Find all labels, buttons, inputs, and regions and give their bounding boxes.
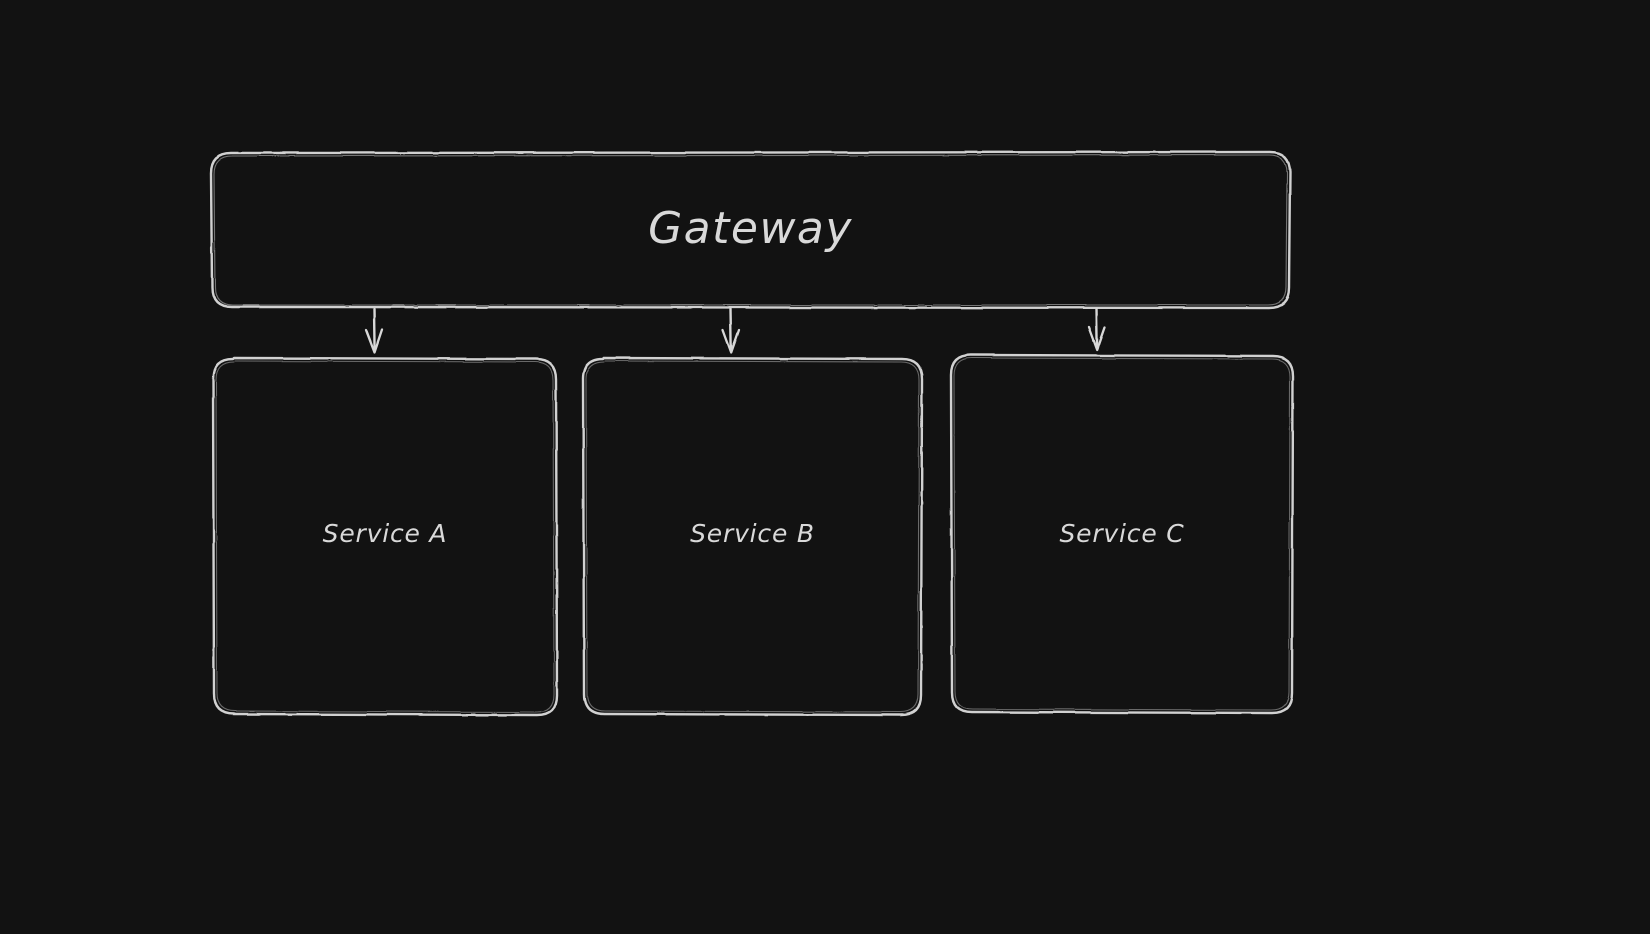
gateway-node-outline[interactable]	[209, 150, 1292, 310]
service-b-node-label: Service B	[690, 518, 815, 548]
service-c-node-label: Service C	[1059, 518, 1185, 548]
service-c-node-outline[interactable]	[949, 353, 1295, 715]
edge-gateway-service-c[interactable]	[1087, 307, 1107, 351]
gateway-node-label: Gateway	[648, 202, 853, 254]
service-a-node-label: Service A	[322, 518, 448, 548]
service-b-node-outline[interactable]	[581, 356, 924, 717]
edge-gateway-service-a[interactable]	[364, 307, 384, 354]
service-a-node-outline[interactable]	[211, 356, 559, 717]
edge-gateway-service-b[interactable]	[721, 307, 741, 354]
